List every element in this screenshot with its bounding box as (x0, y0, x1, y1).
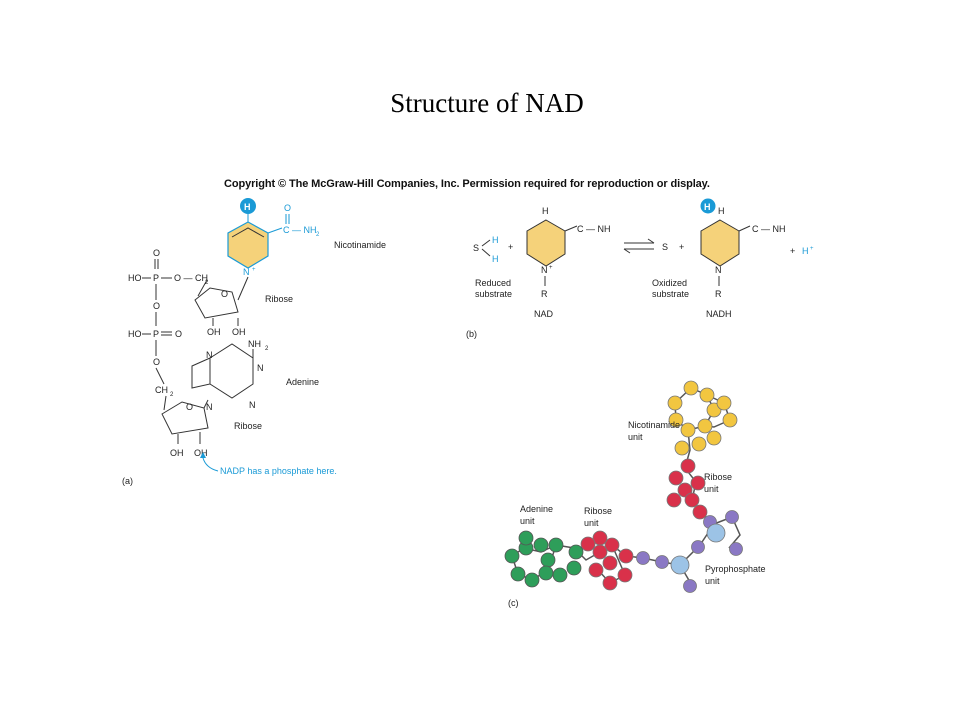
atom-h-highlight: H (244, 202, 251, 212)
nicotinamide-atoms (667, 380, 738, 456)
atom-h-red-2: H (492, 254, 499, 264)
ribose-left-atoms (580, 530, 634, 591)
page-title: Structure of NAD (390, 88, 584, 118)
atom-n-a1: N (206, 350, 213, 360)
hydrogen-highlight-nadh-icon (700, 198, 716, 214)
atom-oh-1: OH (207, 327, 221, 337)
atom-o-ch2: O — CH (174, 273, 208, 283)
charge-h-plus: + (810, 246, 814, 252)
atom-nh2: NH (248, 339, 261, 349)
plus-sign-1: + (508, 242, 513, 252)
atom-oh-2: OH (232, 327, 246, 337)
atom-r-nadh: R (715, 289, 722, 299)
atom-o-amide: O (284, 203, 291, 213)
atom-n-a3: N (249, 400, 256, 410)
label-nad-plus: NAD (534, 309, 554, 319)
label-panel-c: (c) (508, 598, 519, 608)
atom-n-plus: N (243, 267, 250, 277)
pyrophosphate-oxygen-atoms (636, 510, 743, 593)
atom-ho-2: HO (128, 329, 142, 339)
panel-b: S H H + Reduced substrate H C — NH N + R… (466, 198, 814, 339)
atom-o-p2-bottom: O (153, 357, 160, 367)
ribose-right-atoms (666, 458, 708, 520)
label-ribose-unit-left-1: Ribose (584, 506, 612, 516)
adenine-atoms (504, 530, 584, 588)
atom-p-1: P (153, 273, 159, 283)
panel-c: Nicotinamide unit Ribose unit Adenine un… (504, 380, 766, 608)
label-nicotinamide-unit-2: unit (628, 432, 643, 442)
label-pyrophosphate-unit-2: unit (705, 576, 720, 586)
atom-c-nh2-nadh: C — NH (752, 224, 786, 234)
atom-h-nad: H (542, 206, 549, 216)
sub-2b: 2 (205, 280, 209, 286)
charge-nad: + (549, 265, 553, 271)
atom-h-nadh-2: H (718, 206, 725, 216)
atom-o-p2: O (175, 329, 182, 339)
atom-oh-4: OH (194, 448, 208, 458)
label-nadp-note: NADP has a phosphate here. (220, 466, 337, 476)
atom-o-bridge: O (153, 301, 160, 311)
label-oxidized-1: Oxidized (652, 278, 687, 288)
atom-h-red-1: H (492, 235, 499, 245)
phosphorus-atoms (670, 523, 726, 575)
plus-sign-3: + (790, 246, 795, 256)
label-adenine-unit-2: unit (520, 516, 535, 526)
atom-c-nh2: C — NH (283, 225, 317, 235)
atom-oh-3: OH (170, 448, 184, 458)
charge-plus: + (252, 267, 256, 273)
sub-2d: 2 (265, 346, 269, 352)
atom-h-nadh-1: H (704, 202, 711, 212)
label-panel-b: (b) (466, 329, 477, 339)
atom-n-a4: N (206, 402, 213, 412)
label-adenine: Adenine (286, 377, 319, 387)
label-nicotinamide-unit-1: Nicotinamide (628, 420, 680, 430)
adenine-six-ring (209, 343, 254, 399)
atom-o-ribose-top: O (221, 289, 228, 299)
nadp-arrow-icon (202, 457, 219, 472)
atom-h-plus: H (802, 246, 809, 256)
atom-n-a2: N (257, 363, 264, 373)
atom-o-ribose-bottom: O (186, 402, 193, 412)
atom-r-nad: R (541, 289, 548, 299)
nadh-ring (700, 219, 740, 267)
label-reduced-2: substrate (475, 289, 512, 299)
sub-2c: 2 (170, 392, 174, 398)
ribose-bottom-ring (161, 401, 209, 435)
copyright-notice: Copyright © The McGraw-Hill Companies, I… (224, 178, 710, 190)
label-panel-a: (a) (122, 476, 133, 486)
label-ribose-bottom: Ribose (234, 421, 262, 431)
atom-ho-1: HO (128, 273, 142, 283)
ribose-top-ring (194, 287, 239, 319)
sub-2: 2 (316, 232, 320, 238)
atom-s-oxidized: S (662, 242, 668, 252)
label-oxidized-2: substrate (652, 289, 689, 299)
label-reduced-1: Reduced (475, 278, 511, 288)
atom-p-2: P (153, 329, 159, 339)
label-ribose-unit-right-2: unit (704, 484, 719, 494)
label-pyrophosphate-unit-1: Pyrophosphate (705, 564, 766, 574)
nad-plus-ring (526, 219, 566, 267)
atom-s-reduced: S (473, 243, 479, 253)
atom-o-p1-top: O (153, 248, 160, 258)
label-ribose-unit-left-2: unit (584, 518, 599, 528)
label-adenine-unit-1: Adenine (520, 504, 553, 514)
label-ribose-unit-right-1: Ribose (704, 472, 732, 482)
nicotinamide-ring (227, 221, 269, 269)
adenine-five-ring (191, 357, 211, 389)
label-nicotinamide: Nicotinamide (334, 240, 386, 250)
hydrogen-highlight-icon (240, 198, 256, 214)
atom-n-nad: N (541, 265, 548, 275)
atom-n-nadh: N (715, 265, 722, 275)
label-ribose-top: Ribose (265, 294, 293, 304)
atom-ch2-bottom: CH (155, 385, 168, 395)
panel-a: H O C — NH 2 N + Nicotinamide O OH OH Ri… (122, 198, 386, 486)
atom-c-nh2-nad: C — NH (577, 224, 611, 234)
plus-sign-2: + (679, 242, 684, 252)
label-nadh: NADH (706, 309, 732, 319)
